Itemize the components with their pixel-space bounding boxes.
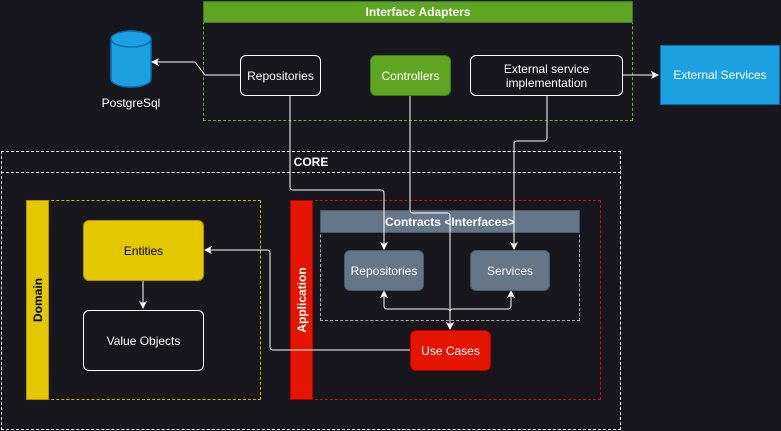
- external-service-implementation-box[interactable]: External service implementation: [470, 55, 623, 96]
- contract-repositories-box[interactable]: Repositories: [344, 250, 424, 291]
- core-container: [1, 151, 621, 430]
- edge-repositories-to-postgres: [151, 58, 240, 76]
- controllers-box[interactable]: Controllers: [370, 55, 451, 96]
- edge-use-cases-to-contract-repos: [380, 290, 451, 329]
- edge-controllers-to-use-cases: [409, 95, 454, 330]
- edge-use-cases-to-contract-services: [449, 290, 515, 329]
- database-cylinder-icon: [110, 30, 152, 88]
- core-title: CORE: [293, 154, 329, 169]
- interface-adapters-title: Interface Adapters: [203, 1, 633, 23]
- use-cases-box[interactable]: Use Cases: [410, 330, 491, 371]
- entities-box[interactable]: Entities: [83, 220, 204, 281]
- contract-services-box[interactable]: Services: [470, 250, 550, 291]
- edge-use-cases-to-entities: [204, 246, 410, 351]
- value-objects-box[interactable]: Value Objects: [83, 310, 204, 371]
- edge-external-impl-to-contract-services: [510, 95, 548, 250]
- domain-title-bar: Domain: [26, 200, 49, 400]
- edge-adapter-repos-to-contract-repos: [289, 95, 388, 250]
- external-services-box[interactable]: External Services: [660, 45, 780, 105]
- postgres-label: PostgreSql: [101, 96, 161, 110]
- adapter-repositories-box[interactable]: Repositories: [240, 55, 321, 96]
- core-title-divider: [1, 172, 621, 173]
